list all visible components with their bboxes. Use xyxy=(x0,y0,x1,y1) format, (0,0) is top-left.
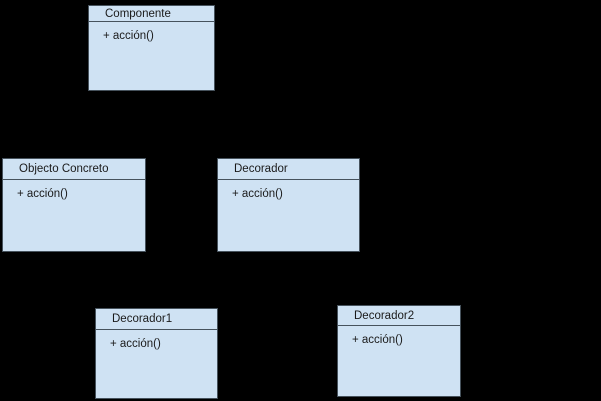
class-member: + acción() xyxy=(232,188,283,200)
class-box-decorador1: Decorador1 + acción() xyxy=(95,308,218,399)
class-title: Componente xyxy=(89,6,214,22)
class-member: + acción() xyxy=(103,30,154,42)
class-member: + acción() xyxy=(17,188,68,200)
class-title: Decorador1 xyxy=(96,309,217,330)
class-title: Decorador2 xyxy=(338,306,460,326)
class-box-decorador: Decorador + acción() xyxy=(217,158,360,252)
class-title: Decorador xyxy=(218,159,359,180)
class-box-objecto-concreto: Objecto Concreto + acción() xyxy=(2,158,146,252)
class-title: Objecto Concreto xyxy=(3,159,145,180)
class-box-componente: Componente + acción() xyxy=(88,5,215,91)
class-box-decorador2: Decorador2 + acción() xyxy=(337,305,461,397)
class-member: + acción() xyxy=(110,338,161,350)
class-member: + acción() xyxy=(352,334,403,346)
